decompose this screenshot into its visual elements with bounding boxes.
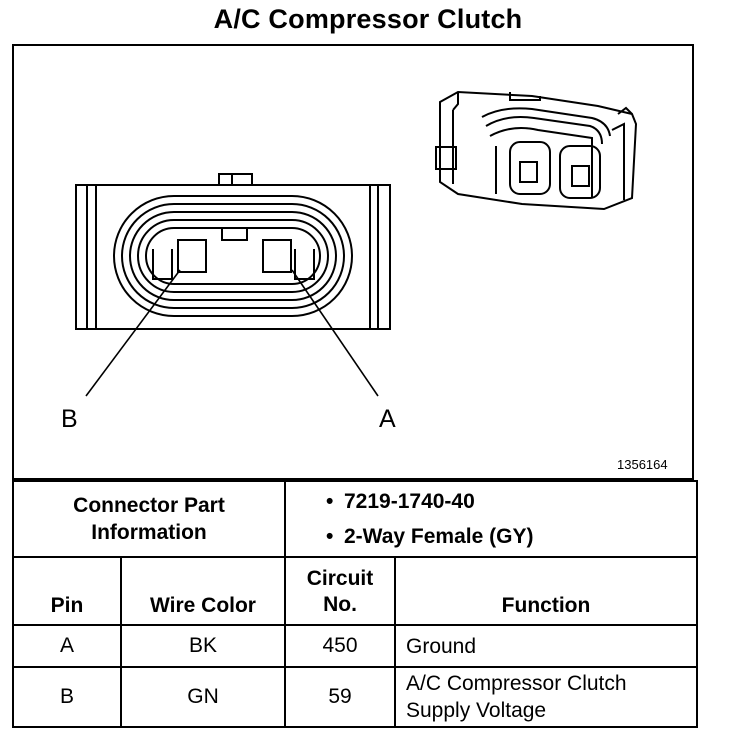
- connector-diagram: [75, 90, 638, 397]
- header-function: Function: [393, 556, 699, 626]
- connector-table: Connector Part Information •7219-1740-40…: [12, 480, 699, 728]
- connector-info-label: Connector Part Information: [12, 480, 286, 558]
- connector-iso-view: [435, 90, 638, 211]
- table-row: B GN 59 A/C Compressor Clutch Supply Vol…: [12, 666, 699, 728]
- header-wire-color: Wire Color: [120, 556, 286, 626]
- circuit-cell: 59: [284, 666, 396, 728]
- pin-cell: B: [12, 666, 122, 728]
- callout-label-b: B: [61, 405, 78, 433]
- list-item: •7219-1740-40: [326, 490, 475, 513]
- connector-front-terminals: [152, 249, 315, 280]
- figure-frame: [12, 44, 694, 480]
- connector-type: 2-Way Female (GY): [344, 525, 534, 548]
- table-row: A BK 450 Ground: [12, 624, 699, 668]
- table-header-row: Pin Wire Color Circuit No. Function: [12, 556, 699, 626]
- wire-color-cell: GN: [120, 666, 286, 728]
- connector-front-view: [75, 173, 391, 330]
- circuit-cell: 450: [284, 624, 396, 668]
- figure-number: 1356164: [617, 457, 668, 472]
- connector-info-row: Connector Part Information •7219-1740-40…: [12, 480, 699, 558]
- callout-lines: [85, 269, 379, 397]
- pin-cell: A: [12, 624, 122, 668]
- wire-color-cell: BK: [120, 624, 286, 668]
- list-item: •2-Way Female (GY): [326, 525, 534, 548]
- connector-info-list: •7219-1740-40 •2-Way Female (GY): [283, 480, 699, 558]
- header-pin: Pin: [12, 556, 122, 626]
- part-number: 7219-1740-40: [344, 490, 475, 513]
- callout-label-a: A: [379, 405, 396, 433]
- function-cell: A/C Compressor Clutch Supply Voltage: [393, 666, 699, 728]
- diagram-title: A/C Compressor Clutch: [213, 4, 523, 34]
- header-circuit: Circuit No.: [284, 556, 396, 626]
- function-cell: Ground: [393, 624, 699, 668]
